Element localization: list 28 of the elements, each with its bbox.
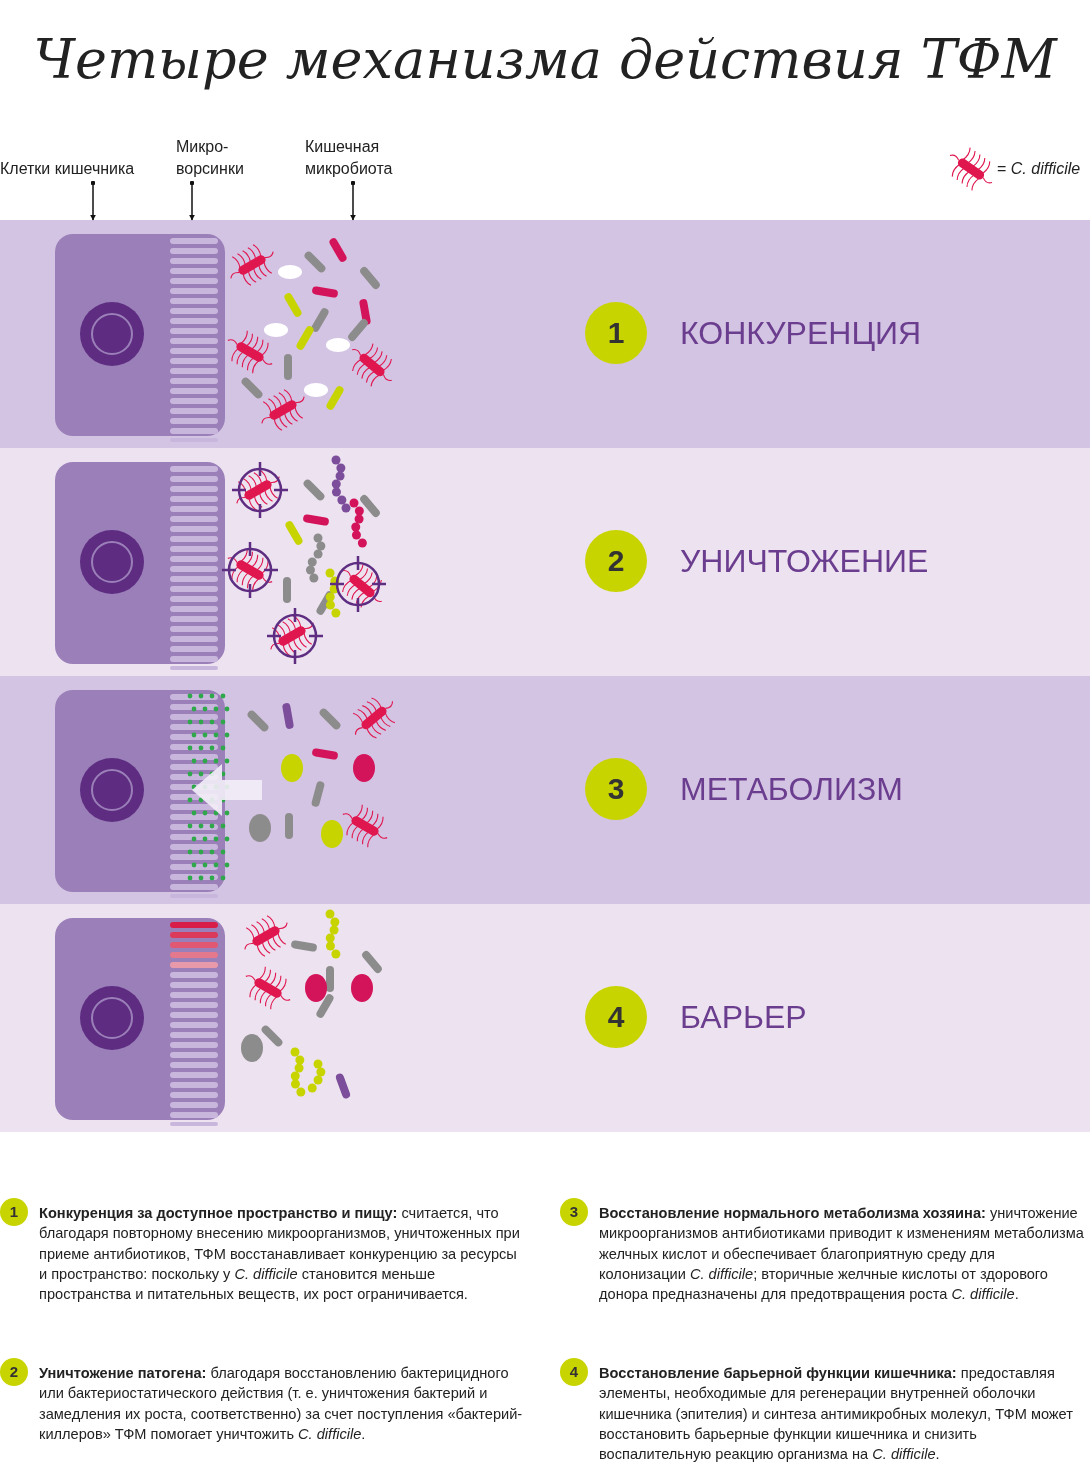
mechanism-heading: УНИЧТОЖЕНИЕ [680,543,929,580]
description-text: Восстановление нормального метаболизма хозяина: уничтожение микроорганизмов антибиотиками приводит к изменениям метаболизма желчных кислот и обеспечивает благоприятную среду для колонизации C. difficile; вторичные желчные кислоты от здорового донора предназначены для предотвращения роста C. difficile. [599,1204,1084,1305]
number-badge: 4 [585,986,647,1048]
description-text: Конкуренция за доступное пространство и пищу: считается, что благодаря повторному внесению микроорганизмов, уничтоженных при приеме антибиотиков, ТФМ восстанавливает конкуренцию за ресурсы и пространство: поскольку у C. difficile становится меньше пространства и питательных веществ, их рост ограничивается. [39,1204,521,1305]
description-text: Восстановление барьерной функции кишечника: предоставляя элементы, необходимые для регенерации внутренней оболочки кишечника (эпителия) и синтеза антимикробных молекул, ТФМ может восстановить барьерные функции кишечника и снизить воспалительную реакцию организма на C. difficile. [599,1364,1074,1465]
number-badge: 3 [560,1198,588,1226]
part-label: Клетки кишечника [0,158,160,180]
mechanism-heading: МЕТАБОЛИЗМ [680,771,903,808]
pointer-arrow [90,180,96,221]
number-badge: 1 [585,302,647,364]
mechanism-band [0,904,1090,1132]
mechanism-band [0,676,1090,904]
part-label: Кишечная микробиота [305,136,425,180]
description-text: Уничтожение патогена: благодаря восстановлению бактерицидного или бактериостатического действия (т. е. уничтожения бактерий и замедления их роста, соответственно) за счет поступления «бактерий-киллеров» ТФМ помогает уничтожить C. difficile. [39,1364,524,1444]
number-badge: 1 [0,1198,28,1226]
pointer-arrow [350,180,356,221]
number-badge: 3 [585,758,647,820]
number-badge: 2 [0,1358,28,1386]
mechanism-band [0,448,1090,676]
number-badge: 2 [585,530,647,592]
part-label: Микро- ворсинки [176,136,266,180]
number-badge: 4 [560,1358,588,1386]
pointer-arrow [189,180,195,221]
mechanism-band [0,220,1090,448]
mechanism-heading: КОНКУРЕНЦИЯ [680,315,922,352]
legend-text: = C. difficile [997,159,1081,179]
title: Четыре механизма действия ТФМ [32,28,1059,91]
mechanism-heading: БАРЬЕР [680,999,807,1036]
